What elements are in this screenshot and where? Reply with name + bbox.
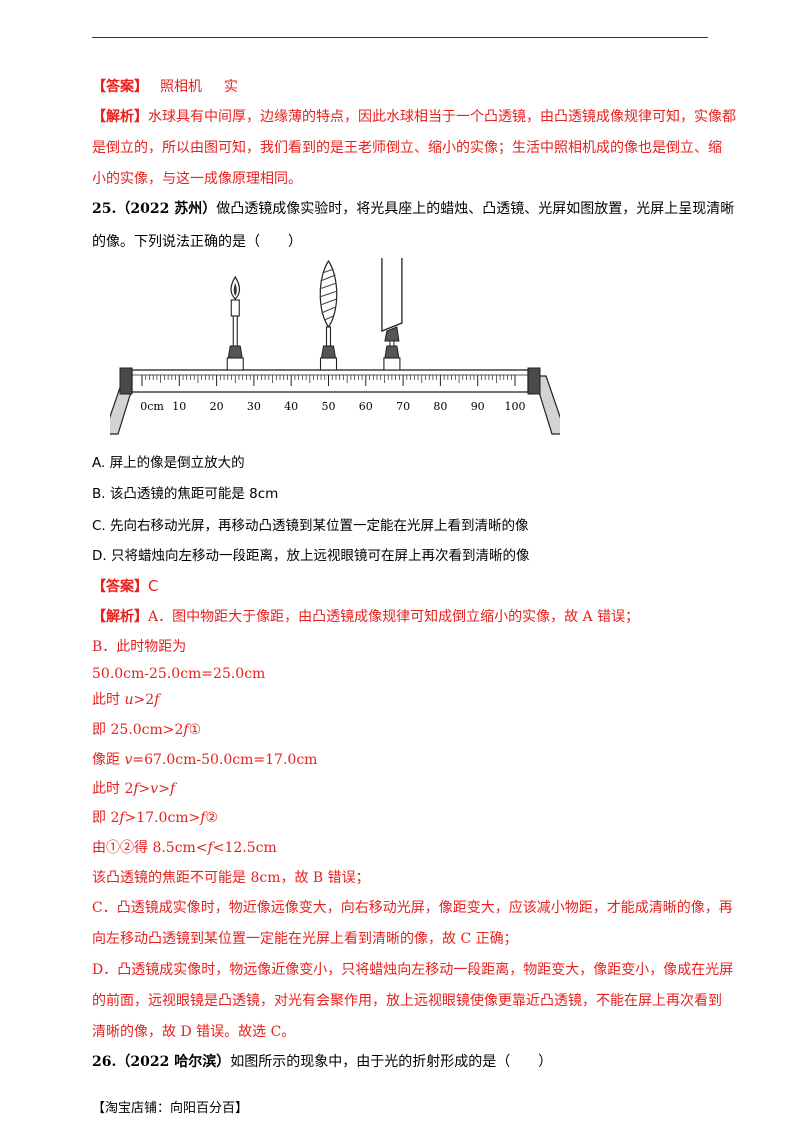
- analysis-line: B．此时物距为: [92, 639, 187, 655]
- footer-shop-label: 【淘宝店铺：向阳百分百】: [92, 1101, 249, 1116]
- answer-value: C: [148, 577, 159, 595]
- light-screen: [381, 258, 403, 371]
- analysis-line: 小的实像，与这一成像原理相同。: [92, 171, 302, 187]
- analysis-line: C．凸透镜成实像时，物近像远像变大，向右移动光屏，像距变大，应该减小物距，才能成…: [92, 900, 733, 916]
- analysis-line: 是倒立的，所以由图可知，我们看到的是王老师倒立、缩小的实像；生活中照相机成的像也…: [92, 140, 722, 156]
- scale-label: 30: [247, 400, 261, 413]
- formula-line: 此时 u>2f: [92, 692, 160, 708]
- scale-label: 10: [172, 400, 186, 413]
- question-stem: 的像。下列说法正确的是（ ）: [92, 234, 302, 250]
- candle: [226, 275, 244, 371]
- scale-label: 80: [433, 400, 447, 413]
- analysis-label: 【解析】: [92, 609, 148, 625]
- option-b: B. 该凸透镜的焦距可能是 8cm: [92, 486, 279, 502]
- formula-line: 由①②得 8.5cm<f<12.5cm: [92, 840, 277, 856]
- question-number: 26.: [92, 1054, 117, 1070]
- scale-label: 100: [505, 400, 526, 413]
- question-stem: 26.（2022 哈尔滨）如图所示的现象中，由于光的折射形成的是（ ）: [92, 1054, 553, 1070]
- analysis-line: 清晰的像，故 D 错误。故选 C。: [92, 1024, 296, 1040]
- bench-rail: [131, 369, 529, 393]
- analysis-line: 【解析】水球具有中间厚，边缘薄的特点，因此水球相当于一个凸透镜，由凸透镜成像规律…: [92, 109, 736, 125]
- answer-line: 【答案】照相机 实: [92, 77, 238, 97]
- question-stem: 25.（2022 苏州）做凸透镜成像实验时，将光具座上的蜡烛、凸透镜、光屏如图放…: [92, 201, 735, 217]
- scale-label: 0cm: [140, 400, 164, 413]
- answer-line: 【答案】C: [92, 576, 158, 597]
- right-end-block: [527, 367, 541, 395]
- formula-line: 50.0cm-25.0cm=25.0cm: [92, 666, 266, 682]
- scale-ticks: [141, 375, 516, 386]
- formula-line: 即 2f>17.0cm>f②: [92, 810, 219, 826]
- analysis-line: 向左移动凸透镜到某位置一定能在光屏上看到清晰的像，故 C 正确；: [92, 931, 518, 947]
- answer-value-1: 照相机: [160, 79, 202, 95]
- scale-label: 20: [210, 400, 224, 413]
- convex-lens: [319, 259, 338, 371]
- formula-line: 即 25.0cm>2f①: [92, 722, 202, 738]
- formula-line: 此时 2f>v>f: [92, 781, 176, 797]
- analysis-label: 【解析】: [92, 109, 148, 125]
- question-number: 25.: [92, 201, 117, 217]
- analysis-line: 该凸透镜的焦距不可能是 8cm，故 B 错误；: [92, 870, 370, 886]
- answer-label: 【答案】: [92, 579, 148, 595]
- scale-label: 50: [322, 400, 336, 413]
- scale-label: 40: [284, 400, 298, 413]
- header-rule: [92, 37, 708, 38]
- answer-value-2: 实: [224, 79, 238, 95]
- answer-label: 【答案】: [92, 79, 148, 95]
- scale-labels: 0cm 10 20 30 40 50 60 70 80 90 100: [140, 400, 525, 413]
- scale-label: 90: [471, 400, 485, 413]
- formula-line: 像距 v=67.0cm-50.0cm=17.0cm: [92, 752, 318, 768]
- question-source: （2022 哈尔滨）: [116, 1054, 231, 1070]
- optical-bench-figure: 0cm 10 20 30 40 50 60 70 80 90 100: [110, 258, 560, 435]
- analysis-line: 的前面，远视眼镜是凸透镜，对光有会聚作用，放上远视眼镜使像更靠近凸透镜，不能在屏…: [92, 993, 722, 1009]
- option-a: A. 屏上的像是倒立放大的: [92, 455, 245, 471]
- analysis-line: D．凸透镜成实像时，物远像近像变小，只将蜡烛向左移动一段距离，物距变大，像距变小…: [92, 962, 734, 978]
- question-source: （2022 苏州）: [116, 201, 217, 217]
- option-d: D. 只将蜡烛向左移动一段距离，放上远视眼镜可在屏上再次看到清晰的像: [92, 548, 530, 564]
- scale-label: 60: [359, 400, 373, 413]
- analysis-line: 【解析】A．图中物距大于像距，由凸透镜成像规律可知成倒立缩小的实像，故 A 错误…: [92, 609, 640, 625]
- option-c: C. 先向右移动光屏，再移动凸透镜到某位置一定能在光屏上看到清晰的像: [92, 518, 529, 534]
- scale-label: 70: [396, 400, 410, 413]
- left-end-block: [119, 367, 133, 395]
